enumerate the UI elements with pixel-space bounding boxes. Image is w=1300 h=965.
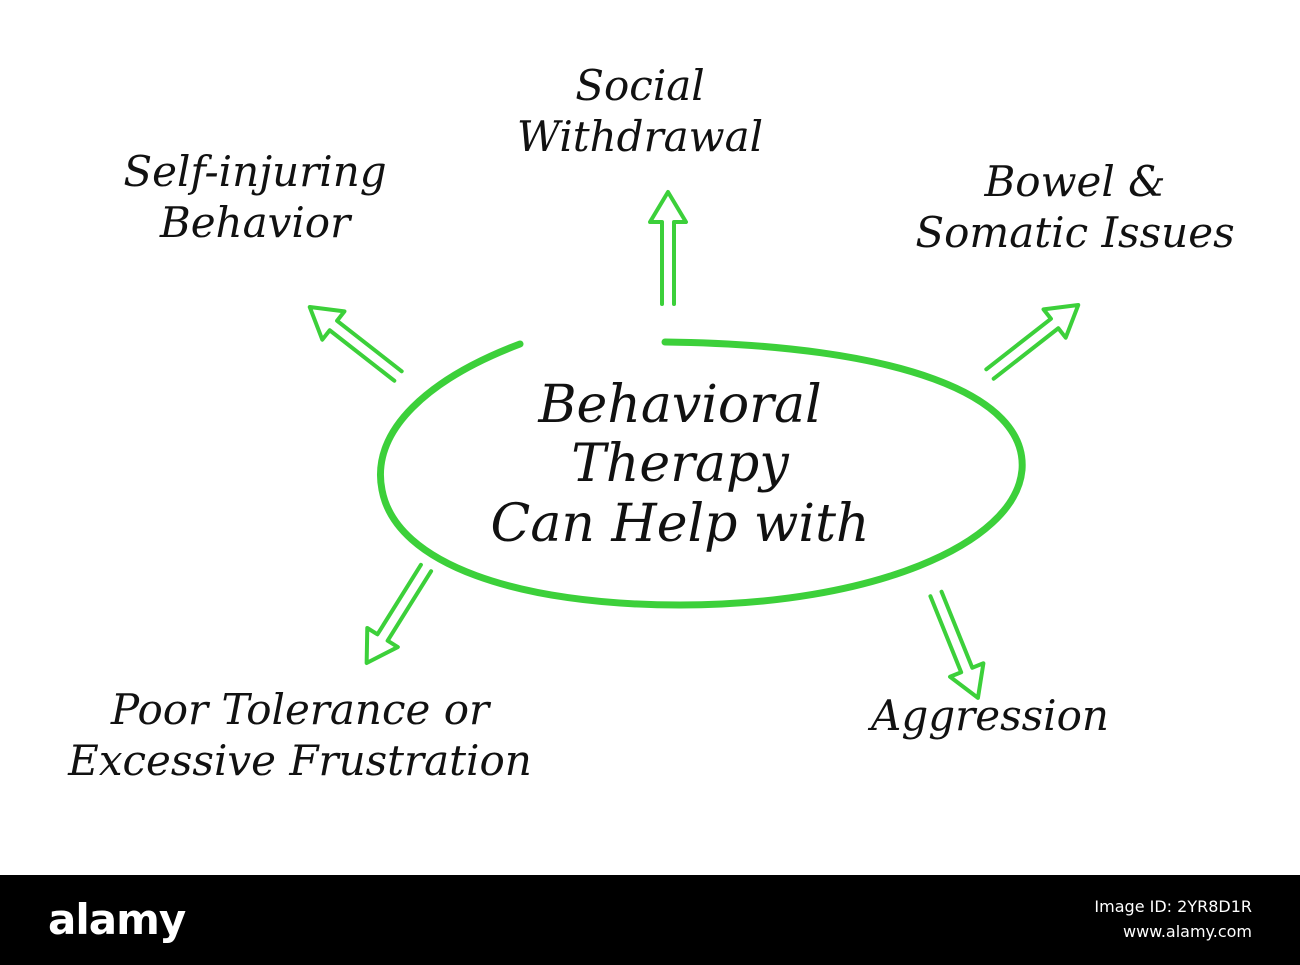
outcome-self-injuring: Self-injuring Behavior <box>80 146 430 248</box>
arrow-icon-aggression <box>928 589 986 700</box>
site-url: www.alamy.com <box>1123 921 1252 941</box>
outcome-social-withdrawal: Social Withdrawal <box>470 60 810 162</box>
center-title-line-1: Behavioral <box>538 375 822 435</box>
outcome-aggression: Aggression <box>840 690 1140 741</box>
outcome-label-line: Self-injuring <box>123 147 387 196</box>
diagram: Behavioral Therapy Can Help with Self-in… <box>20 60 1270 786</box>
outcome-label-line: Behavior <box>159 198 351 248</box>
outcome-label-line: Social <box>575 61 705 110</box>
outcome-label-line: Poor Tolerance or <box>110 685 490 734</box>
outcome-bowel-somatic: Bowel & Somatic Issues <box>880 156 1270 258</box>
brand-logo: alamy <box>48 895 186 944</box>
arrow-shape <box>648 190 688 306</box>
center-ellipse <box>377 338 1026 609</box>
footer-bar: alamy Image ID: 2YR8D1R www.alamy.com <box>0 875 1300 965</box>
outcome-label-line: Aggression <box>871 691 1109 740</box>
arrow-shape <box>984 303 1081 381</box>
arrow-icon-poor-tolerance <box>364 562 434 665</box>
arrow-shape <box>928 589 986 700</box>
arrow-shape <box>307 305 404 383</box>
arrow-icon-social-withdrawal <box>648 190 688 306</box>
image-id-label: Image ID: 2YR8D1R <box>1094 897 1252 916</box>
image-meta: Image ID: 2YR8D1R www.alamy.com <box>1094 895 1252 945</box>
arrow-icon-self-injuring <box>307 305 404 383</box>
arrow-icon-bowel-somatic <box>984 303 1081 381</box>
arrow-shape <box>364 562 434 665</box>
outcome-label-line: Somatic Issues <box>915 208 1235 258</box>
diagram-canvas <box>307 190 1081 700</box>
center-title-line-3: Can Help with <box>490 493 870 554</box>
center-title-line-2: Therapy <box>571 434 789 495</box>
outcome-label-line: Excessive Frustration <box>68 736 532 786</box>
center-title: Behavioral Therapy Can Help with <box>440 375 920 554</box>
outcome-label-line: Withdrawal <box>516 112 764 162</box>
outcome-poor-tolerance: Poor Tolerance or Excessive Frustration <box>20 684 580 786</box>
outcome-label-line: Bowel & <box>984 157 1166 206</box>
